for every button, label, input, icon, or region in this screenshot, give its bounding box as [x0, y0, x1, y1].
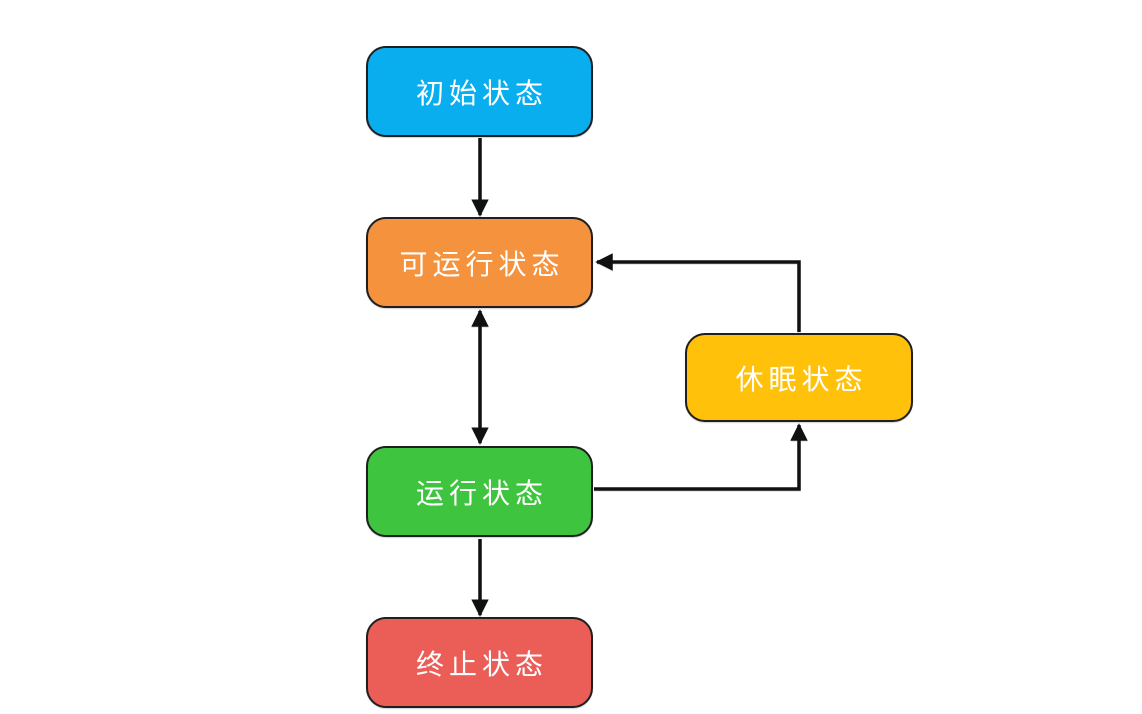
edge-running-to-sleep [594, 423, 808, 491]
node-sleep-state-label: 休眠状态 [735, 362, 868, 396]
node-runnable-state-label: 可运行状态 [399, 247, 565, 281]
node-runnable-state: 可运行状态 [366, 217, 593, 308]
node-sleep-state: 休眠状态 [685, 333, 913, 422]
node-terminated-state: 终止状态 [366, 617, 593, 708]
node-initial-state: 初始状态 [366, 46, 593, 137]
node-running-state: 运行状态 [366, 446, 593, 537]
node-running-state-label: 运行状态 [415, 476, 548, 510]
edge-sleep-to-runnable [595, 253, 801, 332]
node-initial-state-label: 初始状态 [415, 76, 548, 110]
node-terminated-state-label: 终止状态 [415, 647, 548, 681]
